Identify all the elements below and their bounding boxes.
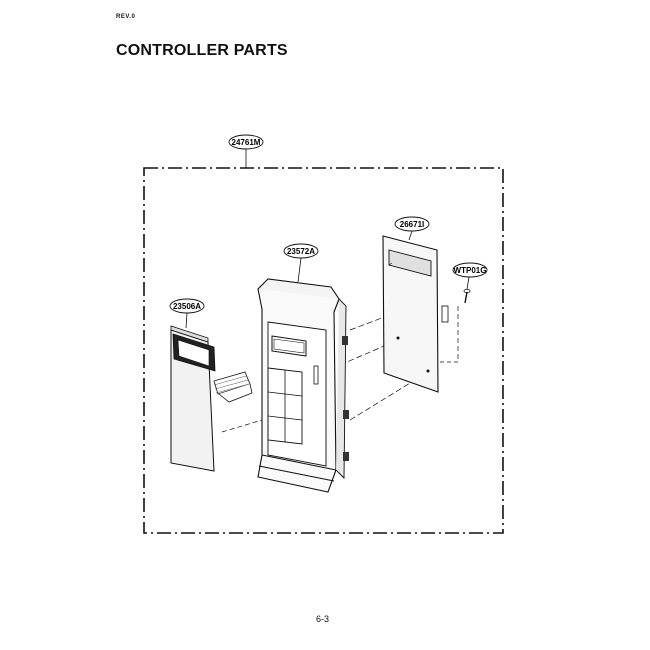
- frame-display-inner: [273, 338, 305, 354]
- control-pcb: [382, 235, 449, 393]
- frame-bottom-band: [258, 454, 337, 482]
- ribbon-cable-fold: [218, 383, 253, 403]
- pcb-mount-hole: [396, 336, 400, 340]
- callout-membrane: 23506A: [169, 298, 205, 314]
- membrane-keypad: [170, 325, 253, 472]
- page-number: 6-3: [316, 614, 330, 624]
- pcb-display-module: [388, 249, 432, 277]
- screw-leader: [466, 276, 470, 290]
- pcb-mount-hole: [426, 369, 430, 373]
- callout-screw: WTP01G: [452, 262, 488, 278]
- ribbon-cable-lines: [213, 375, 250, 394]
- membrane-display-lens: [177, 339, 210, 367]
- alignment-line: [221, 419, 263, 433]
- screw-shank: [464, 291, 468, 304]
- callout-bubble: [169, 298, 205, 314]
- frame-side: [335, 298, 347, 480]
- revision-tag: REV.0: [116, 14, 136, 20]
- pcb-connector: [441, 305, 449, 323]
- membrane-leader: [185, 312, 188, 329]
- frame-clip: [342, 336, 348, 345]
- frame-clip: [343, 410, 349, 419]
- membrane-top-edge: [170, 325, 209, 343]
- pcb-leader: [408, 230, 413, 241]
- callout-label-membrane: 23506A: [173, 302, 201, 311]
- page-title: CONTROLLER PARTS: [116, 42, 288, 59]
- callout-pcb: 26671I: [394, 216, 430, 232]
- callout-label-pcb: 26671I: [400, 220, 424, 229]
- callout-label-assembly: 24761M: [232, 138, 261, 147]
- pcb-board: [382, 235, 439, 393]
- callout-bubble: [394, 216, 430, 232]
- callout-label-frame: 23572A: [287, 247, 315, 256]
- callout-bubble: [283, 243, 319, 259]
- key-grid-line: [267, 391, 303, 397]
- control-panel-frame: [257, 278, 349, 493]
- pcb-display-edge: [388, 262, 393, 266]
- callout-bubble: [452, 262, 488, 278]
- callout-bubble: [228, 134, 264, 150]
- callout-label-screw: WTP01G: [454, 266, 487, 275]
- callout-frame: 23572A: [283, 243, 319, 259]
- alignment-line: [339, 339, 399, 366]
- frame-slot: [313, 365, 319, 385]
- frame-leader: [297, 257, 302, 283]
- key-grid-line: [267, 415, 303, 421]
- frame-clip: [343, 452, 349, 461]
- assembly-boundary: [143, 167, 504, 534]
- frame-display-window: [271, 335, 307, 357]
- mounting-screw: [463, 288, 471, 304]
- callout-assembly: 24761M: [228, 134, 264, 150]
